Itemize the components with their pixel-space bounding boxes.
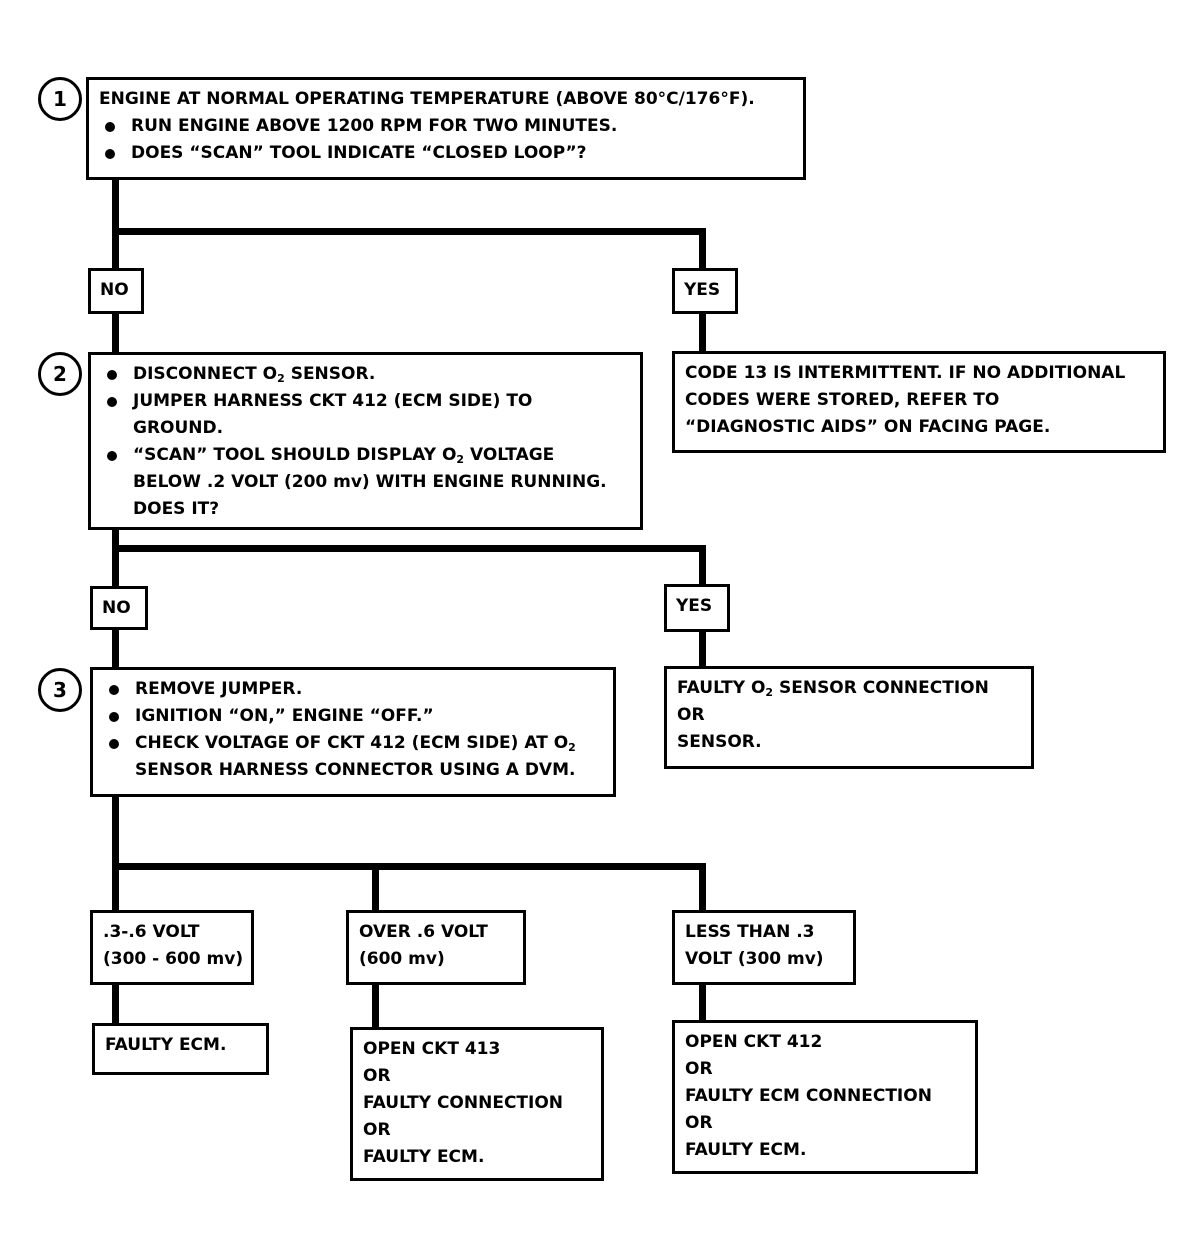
text: DOES IT?	[133, 499, 220, 519]
text: FAULTY O	[677, 678, 766, 698]
result-line: CODE 13 IS INTERMITTENT. IF NO ADDITIONA…	[685, 363, 1126, 383]
text: VOLTAGE	[464, 445, 555, 465]
connector-line	[699, 863, 706, 912]
result-line: OPEN CKT 412	[685, 1032, 823, 1052]
result-line: FAULTY ECM.	[685, 1140, 807, 1160]
branch-1-yes-result: CODE 13 IS INTERMITTENT. IF NO ADDITIONA…	[672, 351, 1166, 453]
subscript: 2	[568, 741, 576, 754]
branch-1-no-label: NO	[88, 268, 144, 314]
text: JUMPER HARNESS CKT 412 (ECM SIDE) TO	[133, 391, 533, 411]
reading-box: OVER .6 VOLT (600 mv)	[346, 910, 526, 985]
reading-line: LESS THAN .3	[685, 922, 815, 942]
text-line: “SCAN” TOOL SHOULD DISPLAY O2 VOLTAGE	[133, 442, 630, 469]
connector-line	[112, 178, 119, 270]
result-line: “DIAGNOSTIC AIDS” ON FACING PAGE.	[685, 417, 1051, 437]
branch-2-yes-result: FAULTY O2 SENSOR CONNECTION OR SENSOR.	[664, 666, 1034, 769]
connector-line	[699, 545, 706, 590]
step-1-intro: ENGINE AT NORMAL OPERATING TEMPERATURE (…	[99, 89, 755, 109]
result-line: FAULTY ECM.	[105, 1035, 227, 1055]
result-line: FAULTY ECM.	[363, 1147, 485, 1167]
subscript: 2	[456, 453, 465, 466]
step-2-bullet: “SCAN” TOOL SHOULD DISPLAY O2 VOLTAGE BEL…	[101, 442, 630, 523]
reading-box: .3-.6 VOLT (300 - 600 mv)	[90, 910, 254, 985]
connector-line	[112, 228, 706, 235]
result-line: FAULTY O2 SENSOR CONNECTION	[677, 675, 1021, 702]
connector-line	[372, 863, 379, 912]
reading-line: (300 - 600 mv)	[103, 949, 244, 969]
result-line: OR	[677, 705, 705, 725]
result-line: CODES WERE STORED, REFER TO	[685, 390, 1000, 410]
connector-line	[699, 228, 706, 270]
reading-result: OPEN CKT 413 OR FAULTY CONNECTION OR FAU…	[350, 1027, 604, 1181]
text-line: CHECK VOLTAGE OF CKT 412 (ECM SIDE) AT O…	[135, 730, 603, 757]
reading-line: (600 mv)	[359, 949, 445, 969]
reading-line: .3-.6 VOLT	[103, 922, 200, 942]
connector-line	[699, 312, 706, 354]
step-3-bullet: IGNITION “ON,” ENGINE “OFF.”	[103, 703, 603, 730]
connector-line	[699, 983, 706, 1023]
connector-line	[112, 528, 119, 590]
text: DISCONNECT O	[133, 364, 278, 384]
step-3-bullet: CHECK VOLTAGE OF CKT 412 (ECM SIDE) AT O…	[103, 730, 603, 784]
step-2-number: 2	[38, 352, 82, 396]
connector-line	[112, 983, 119, 1025]
result-line: OR	[363, 1120, 391, 1140]
result-line: OR	[363, 1066, 391, 1086]
connector-line	[112, 626, 119, 670]
branch-2-yes-label: YES	[664, 584, 730, 632]
subscript: 2	[765, 686, 774, 699]
reading-line: OVER .6 VOLT	[359, 922, 488, 942]
text: “SCAN” TOOL SHOULD DISPLAY O	[133, 445, 457, 465]
step-2-bullet: DISCONNECT O2 SENSOR.	[101, 361, 630, 388]
reading-line: VOLT (300 mv)	[685, 949, 824, 969]
step-1-number: 1	[38, 77, 82, 121]
step-1-box: ENGINE AT NORMAL OPERATING TEMPERATURE (…	[86, 77, 806, 180]
text: BELOW .2 VOLT (200 mv) WITH ENGINE RUNNI…	[133, 472, 607, 492]
step-3-box: REMOVE JUMPER. IGNITION “ON,” ENGINE “OF…	[90, 667, 616, 797]
branch-2-no-label: NO	[90, 586, 148, 630]
result-line: FAULTY ECM CONNECTION	[685, 1086, 932, 1106]
step-3-bullet: REMOVE JUMPER.	[103, 676, 603, 703]
text: GROUND.	[133, 418, 224, 438]
step-1-bullet: RUN ENGINE ABOVE 1200 RPM FOR TWO MINUTE…	[99, 113, 793, 140]
connector-line	[112, 312, 119, 354]
connector-line	[112, 545, 706, 552]
step-2-box: DISCONNECT O2 SENSOR. JUMPER HARNESS CKT…	[88, 352, 643, 530]
step-3-number: 3	[38, 668, 82, 712]
reading-result: FAULTY ECM.	[92, 1023, 269, 1075]
connector-line	[112, 794, 119, 912]
text: SENSOR HARNESS CONNECTOR USING A DVM.	[135, 760, 576, 780]
text: SENSOR.	[284, 364, 376, 384]
connector-line	[372, 983, 379, 1029]
connector-line	[699, 630, 706, 670]
branch-1-yes-label: YES	[672, 268, 738, 314]
subscript: 2	[277, 372, 285, 385]
step-1-bullet: DOES “SCAN” TOOL INDICATE “CLOSED LOOP”?	[99, 140, 793, 167]
reading-box: LESS THAN .3 VOLT (300 mv)	[672, 910, 856, 985]
text: SENSOR CONNECTION	[773, 678, 989, 698]
text: CHECK VOLTAGE OF CKT 412 (ECM SIDE) AT O	[135, 733, 569, 753]
result-line: OR	[685, 1059, 713, 1079]
result-line: FAULTY CONNECTION	[363, 1093, 564, 1113]
connector-line	[112, 863, 706, 870]
reading-result: OPEN CKT 412 OR FAULTY ECM CONNECTION OR…	[672, 1020, 978, 1174]
result-line: SENSOR.	[677, 732, 762, 752]
result-line: OPEN CKT 413	[363, 1039, 501, 1059]
step-2-bullet: JUMPER HARNESS CKT 412 (ECM SIDE) TO GROU…	[101, 388, 630, 442]
result-line: OR	[685, 1113, 713, 1133]
